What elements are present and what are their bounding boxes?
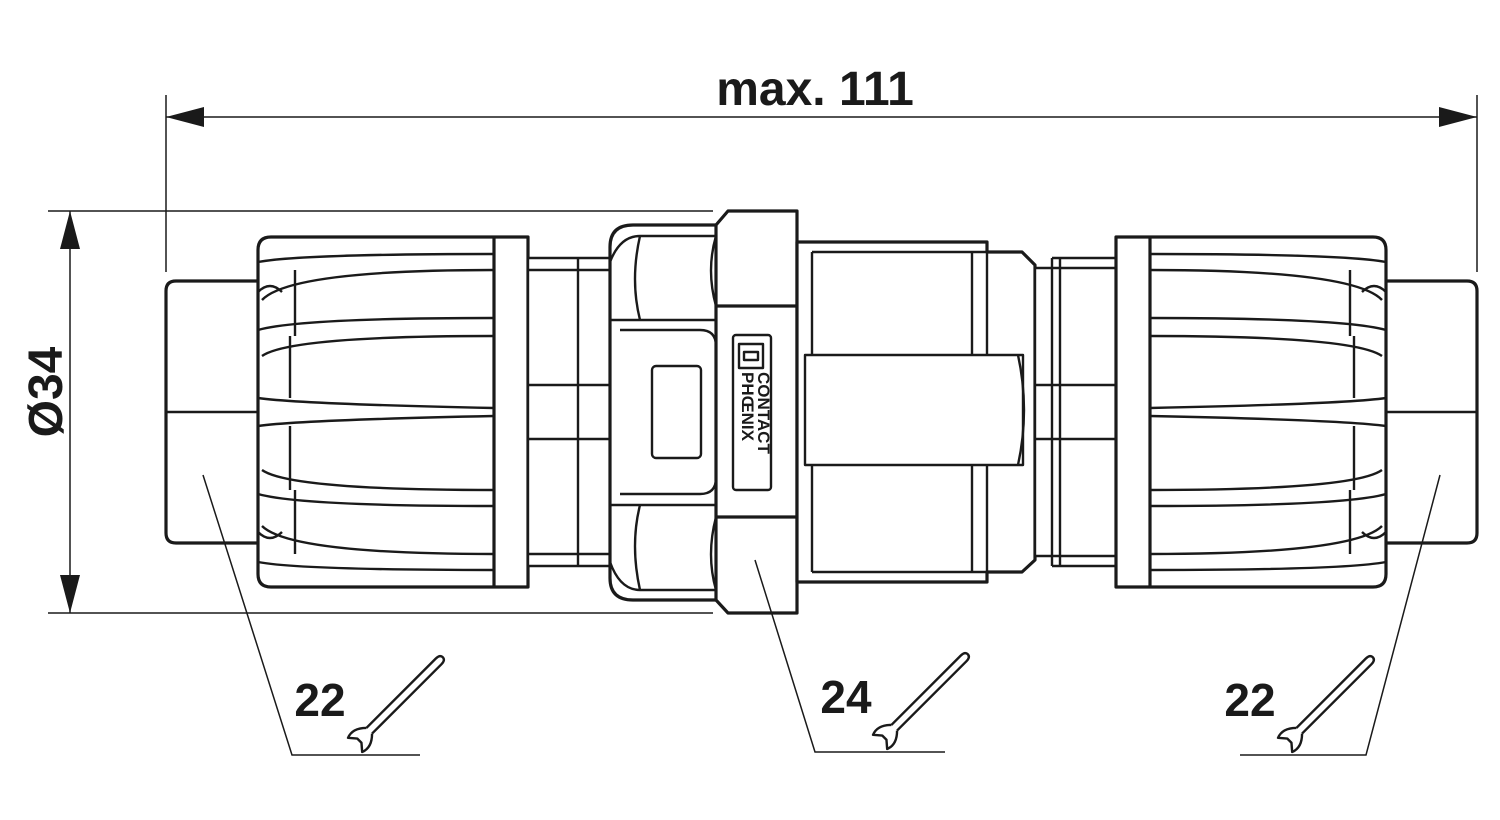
center-sleeve: [795, 240, 1037, 584]
wrench-icon: [346, 654, 446, 754]
wrench-icon: [871, 651, 971, 751]
diameter-label: Ø34: [20, 346, 73, 437]
wrench-size-right: 22: [1224, 674, 1275, 726]
left-knurled-nut: [256, 235, 530, 589]
right-neck: [1033, 256, 1118, 568]
right-knurled-nut: [1114, 235, 1388, 589]
diameter-dimension: Ø34: [20, 210, 713, 614]
callout-left: 22: [202, 474, 446, 756]
wrench-size-left: 22: [294, 674, 345, 726]
connector-body: PHŒNIX CONTACT: [164, 209, 1479, 615]
overall-length-label: max. 111: [716, 63, 914, 116]
callout-center: 24: [754, 559, 971, 753]
logo-line1: PHŒNIX: [738, 372, 757, 442]
logo-line2: CONTACT: [754, 372, 773, 454]
wrench-size-center: 24: [820, 671, 872, 723]
sleeve-label-area: [803, 353, 1025, 467]
label-window: [650, 364, 703, 460]
wrench-icon: [1276, 654, 1376, 754]
arrow-left-icon: [166, 107, 204, 127]
hex-coupling: PHŒNIX CONTACT: [608, 209, 799, 615]
left-neck: [526, 256, 612, 568]
length-dimension: max. 111: [165, 63, 1478, 272]
phoenix-contact-logo-icon: PHŒNIX CONTACT: [731, 333, 773, 492]
arrow-right-icon: [1439, 107, 1477, 127]
arrow-down-icon: [60, 575, 80, 613]
callout-right: 22: [1224, 474, 1441, 756]
arrow-up-icon: [60, 211, 80, 249]
